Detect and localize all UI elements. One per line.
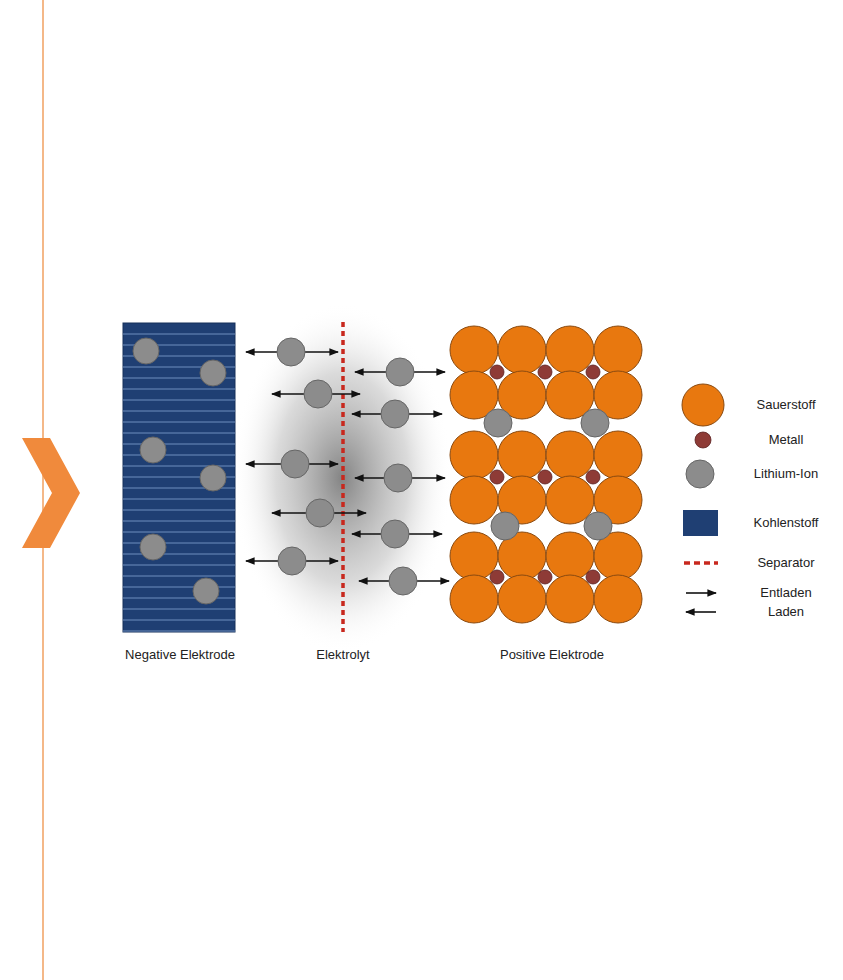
legend-label: Kohlenstoff [754, 515, 819, 531]
positive-electrode [450, 326, 642, 623]
legend-label: Sauerstoff [756, 397, 815, 413]
legend-swatch [683, 510, 718, 536]
lithium-ions [277, 338, 417, 595]
page-rule [42, 0, 44, 980]
legend-label: Separator [757, 555, 814, 571]
ion-arrows [246, 352, 449, 581]
legend-label: Laden [768, 604, 804, 620]
legend-label: Entladen [760, 585, 811, 601]
electrolyte [232, 303, 452, 653]
part-label: Positive Elektrode [500, 647, 604, 663]
legend-swatch [682, 384, 724, 426]
part-label: Negative Elektrode [125, 647, 235, 663]
legend-label: Metall [769, 432, 804, 448]
negative-electrode [123, 323, 235, 632]
chevron [22, 438, 80, 548]
separator [341, 322, 345, 632]
part-label: Elektrolyt [316, 647, 369, 663]
separator-sample [684, 561, 718, 565]
legend-swatch [695, 432, 711, 448]
legend-label: Lithium-Ion [754, 466, 818, 482]
charge-arrow-sample [686, 611, 716, 613]
discharge-arrow-sample [686, 592, 716, 594]
legend-swatch [686, 460, 714, 488]
